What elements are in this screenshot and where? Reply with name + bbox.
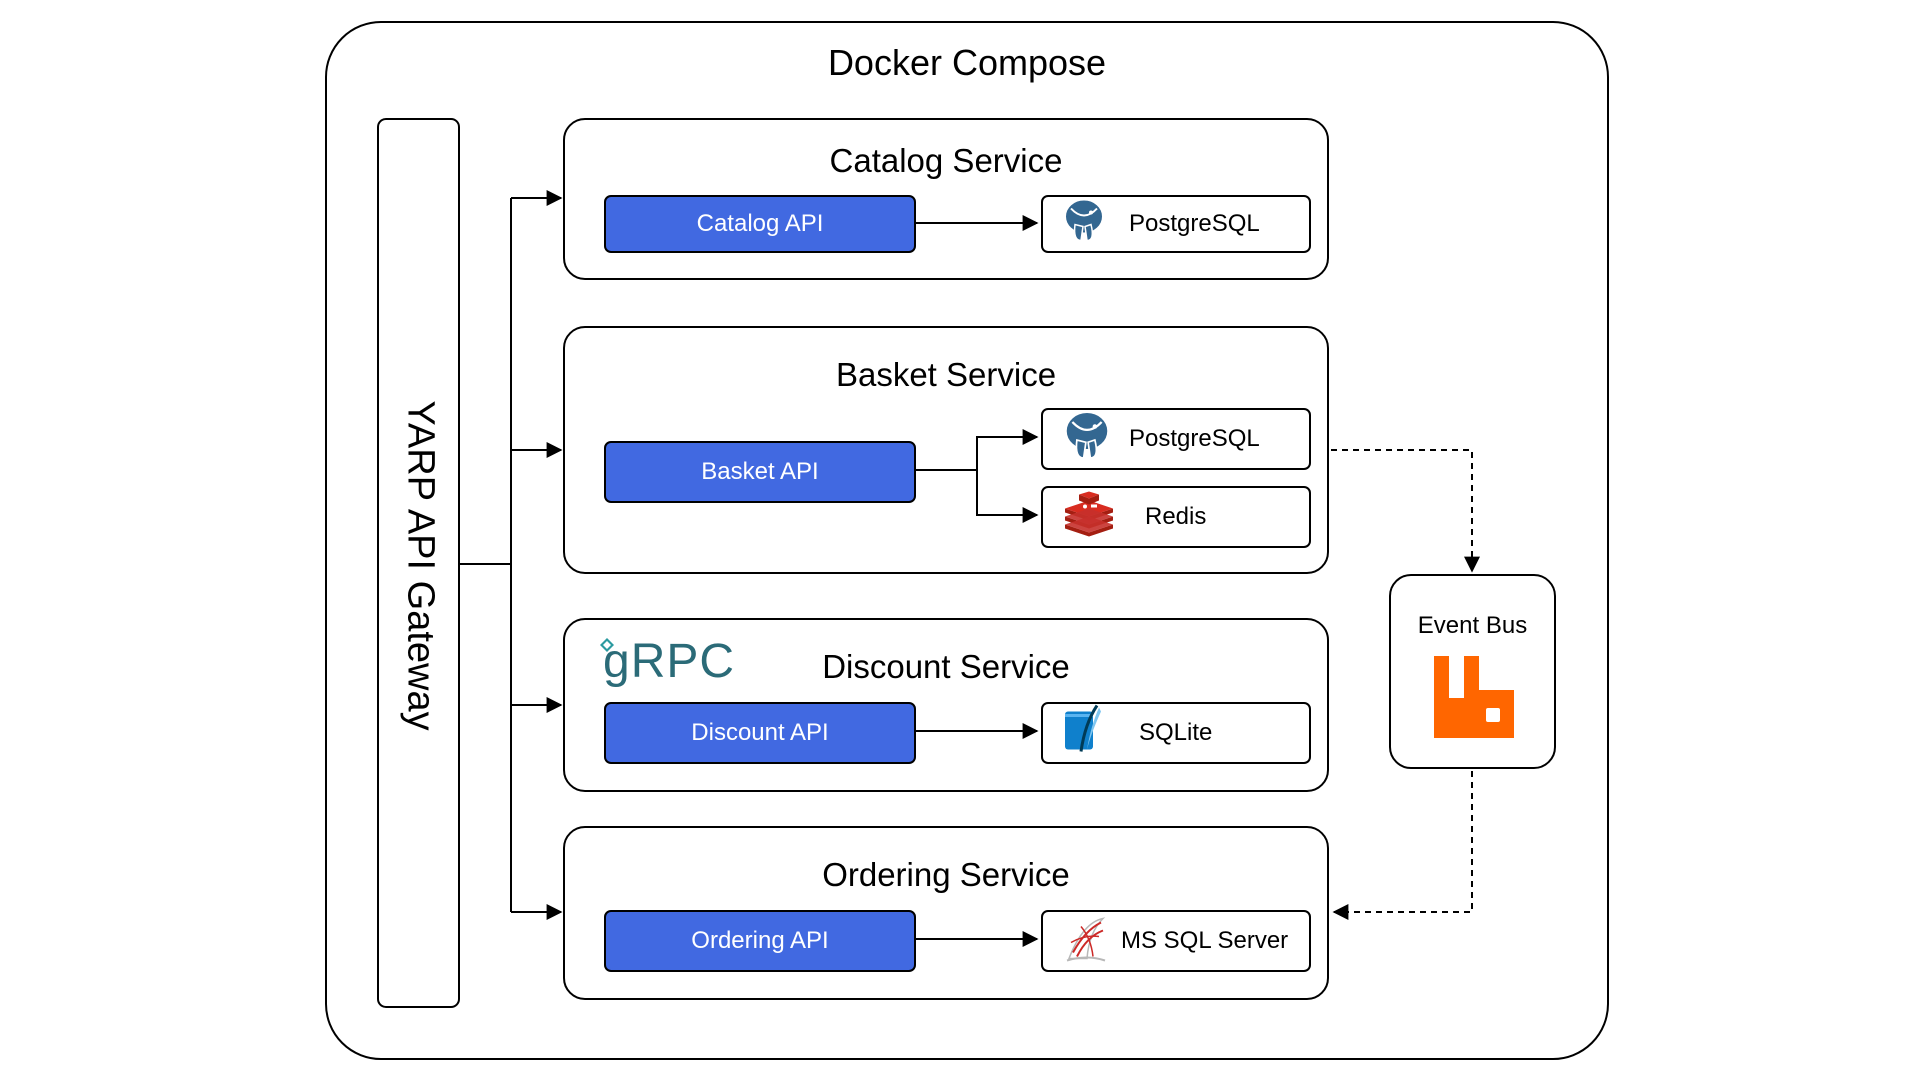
mssql-icon: [1063, 913, 1109, 970]
ordering-mssql: MS SQL Server: [1041, 910, 1311, 972]
postgresql-icon: [1061, 409, 1113, 470]
catalog-service-title: Catalog Service: [829, 142, 1063, 179]
ordering-api: Ordering API: [604, 910, 916, 972]
discount-service-title: Discount Service: [822, 648, 1070, 685]
discount-sqlite: SQLite: [1041, 702, 1311, 764]
docker-compose-title: Docker Compose: [827, 42, 1107, 83]
catalog-api: Catalog API: [604, 195, 916, 253]
basket-service-title: Basket Service: [835, 356, 1057, 393]
event-bus: Event Bus: [1389, 574, 1556, 769]
sqlite-icon: [1061, 704, 1107, 763]
basket-db-label: PostgreSQL: [1129, 425, 1260, 452]
basket-postgresql: PostgreSQL: [1041, 408, 1311, 470]
basket-service: Basket Service Basket API PostgreSQL Red…: [563, 326, 1329, 574]
basket-cache-label: Redis: [1145, 503, 1207, 530]
ordering-service-title: Ordering Service: [822, 856, 1070, 893]
discount-service: Discount Service Discount API SQLite: [563, 618, 1329, 792]
grpc-label: gRPC: [603, 635, 736, 688]
basket-api: Basket API: [604, 441, 916, 503]
basket-redis: Redis: [1041, 486, 1311, 548]
redis-icon: [1061, 491, 1117, 544]
catalog-postgresql: PostgreSQL: [1041, 195, 1311, 253]
api-gateway-label: YARP API Gateway: [400, 399, 443, 731]
catalog-db-label: PostgreSQL: [1129, 210, 1260, 237]
event-bus-label: Event Bus: [1417, 612, 1528, 639]
ordering-service: Ordering Service Ordering API MS SQL Ser…: [563, 826, 1329, 1000]
catalog-service: Catalog Service Catalog API PostgreSQL: [563, 118, 1329, 280]
grpc-logo: gRPC: [600, 634, 736, 689]
rabbitmq-icon: [1434, 656, 1514, 743]
postgresql-icon: [1061, 197, 1107, 252]
discount-api: Discount API: [604, 702, 916, 764]
api-gateway: YARP API Gateway: [377, 118, 460, 1008]
ordering-db-label: MS SQL Server: [1121, 927, 1289, 954]
discount-db-label: SQLite: [1139, 719, 1213, 746]
